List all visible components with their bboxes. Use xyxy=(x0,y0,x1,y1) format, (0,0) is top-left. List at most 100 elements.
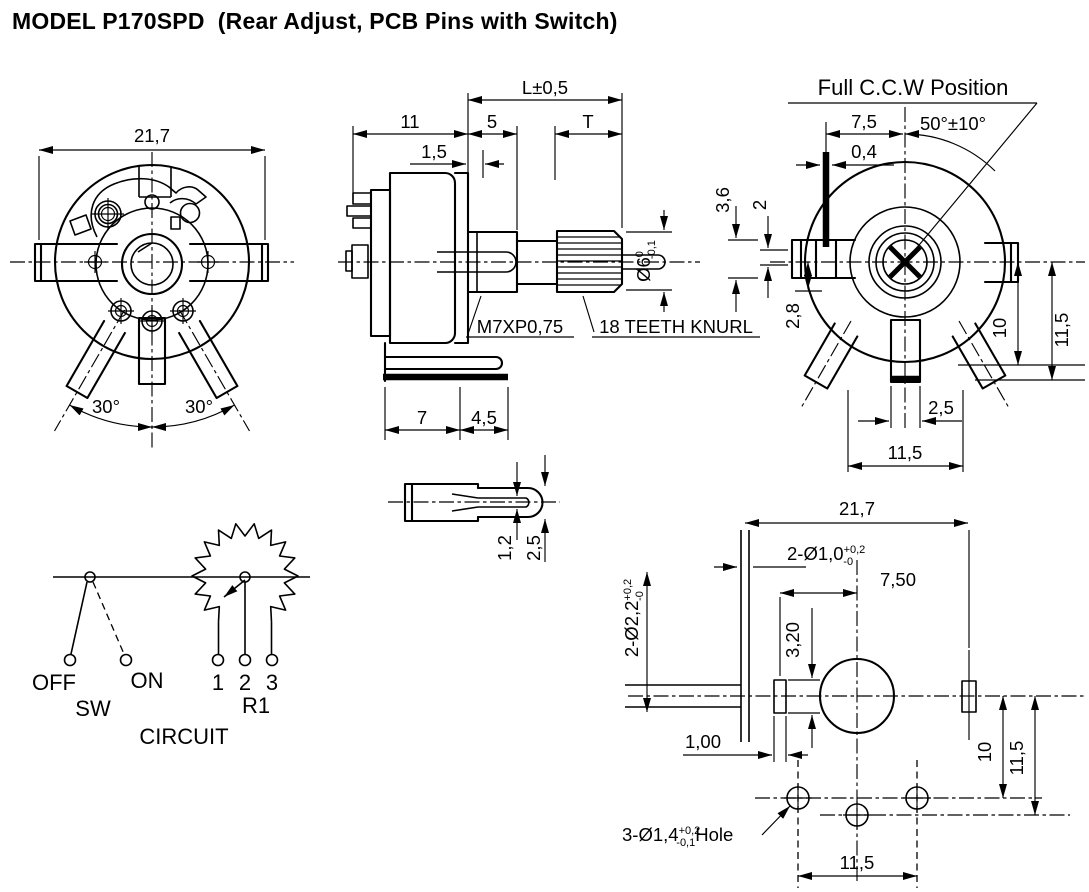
center-boss xyxy=(120,232,184,296)
dim-pcb-width: 21,7 xyxy=(839,498,875,519)
left-tab-cross xyxy=(84,251,106,273)
label-t1: 1 xyxy=(212,670,224,695)
terminal-leads xyxy=(217,582,273,655)
dim-pcb-offset: 7,50 xyxy=(880,569,916,590)
dim-hole-span: 11,5 xyxy=(840,852,875,873)
drawing-title: MODEL P170SPD (Rear Adjust, PCB Pins wit… xyxy=(12,8,618,34)
caption-leader xyxy=(904,102,1038,263)
dim-tab-c: 2,8 xyxy=(782,303,803,329)
pcb-layout: 21,7 2-Ø1,0+0,2-0 7,50 3,20 2-Ø2,2+0,2-0… xyxy=(621,498,1085,888)
top-notch xyxy=(138,166,172,198)
switch-lever xyxy=(90,177,207,238)
dim-lug-offset: 7,5 xyxy=(851,111,877,132)
left-pin-axis xyxy=(54,309,125,432)
terminal-rivets xyxy=(108,298,196,334)
pin-holes xyxy=(755,760,1070,888)
pin-holes-lower: -0 xyxy=(843,556,853,568)
body xyxy=(388,171,457,345)
pin-holes-base: 2-Ø1,0 xyxy=(787,543,844,564)
left-pin xyxy=(65,319,126,400)
dim-pad-len: 3,20 xyxy=(782,622,803,658)
switch-blade xyxy=(70,581,88,655)
shaft-dia-lower: -0,1 xyxy=(646,240,658,259)
right-pin xyxy=(178,319,239,400)
tip-slot xyxy=(451,493,530,512)
hole-note-base: 3-Ø1,4 xyxy=(622,824,679,845)
terminal-1 xyxy=(211,653,225,667)
note-lug-slots: 2-Ø2,2+0,2-0 xyxy=(621,579,646,657)
side-dims-pins xyxy=(384,387,509,440)
dim-pad-width: 1,00 xyxy=(685,731,721,752)
lug-slots-lower: -0 xyxy=(634,591,646,601)
lug-slot-vertical xyxy=(740,530,750,742)
dim-row-a: 10 xyxy=(989,318,1010,339)
resistor-ring xyxy=(191,523,299,622)
hole-note-upper: +0,2 xyxy=(679,825,701,837)
bushing-ring xyxy=(868,225,942,299)
label-r1: R1 xyxy=(242,693,270,718)
dim-lug-width: 0,4 xyxy=(851,141,877,162)
dim-angle-right: 30° xyxy=(185,396,213,417)
label-sw: SW xyxy=(75,696,111,721)
angle-arc-right xyxy=(151,404,235,432)
dim-angle-left: 30° xyxy=(92,396,120,417)
wiper-arrow xyxy=(223,579,246,598)
dim-row-b: 11,5 xyxy=(1051,313,1072,348)
dim-rear-length: 11 xyxy=(400,111,419,132)
dim-pin-a: 7 xyxy=(417,407,427,428)
switch-blade-alt xyxy=(92,581,125,655)
stop-pin xyxy=(170,216,181,230)
circuit-schematic: OFF ON SW 1 2 3 R1 CIRCUIT xyxy=(32,523,310,749)
note-holes: 3-Ø1,4+0,2-0,1Hole xyxy=(622,824,733,849)
tab-dims xyxy=(728,206,822,312)
shaft-ring xyxy=(875,232,935,292)
boss-ring xyxy=(849,206,961,318)
angle-arc-left xyxy=(69,404,153,432)
note-pin-holes: 2-Ø1,0+0,2-0 xyxy=(787,543,865,568)
right-pin-axis xyxy=(179,309,250,432)
leader xyxy=(761,805,791,836)
stop-pin-hole xyxy=(179,202,201,224)
terminal-2 xyxy=(238,653,252,667)
dim-pin-width: 2,5 xyxy=(928,397,954,418)
dim-rotation: 50°±10° xyxy=(920,113,986,134)
shaft-dia-upper: 0 xyxy=(634,251,646,257)
label-on: ON xyxy=(131,668,164,693)
note-thread: M7XP0,75 xyxy=(477,316,563,337)
dim-pin-span: 11,5 xyxy=(888,442,923,463)
rear-caption: Full C.C.W Position xyxy=(818,75,1009,100)
dim-bushing-length: 5 xyxy=(487,111,497,132)
knurl-outline xyxy=(555,229,624,294)
shaft-tip-detail: 1,2 2,5 xyxy=(388,455,560,562)
bushing xyxy=(466,230,519,294)
dim-knurl-length: T xyxy=(582,111,593,132)
knurl-ridges xyxy=(557,236,622,286)
dim-pin-b: 4,5 xyxy=(471,407,497,428)
body-outline xyxy=(53,163,251,361)
pin-pad xyxy=(773,679,787,714)
leader xyxy=(582,295,595,333)
dim-front-width: 21,7 xyxy=(134,125,170,146)
center-pin xyxy=(137,316,167,386)
dim-offset: 1,5 xyxy=(421,141,447,162)
rear-pin-dims xyxy=(847,262,1085,472)
shaft-hole xyxy=(818,657,896,735)
svg-text:Ø60-0,1: Ø60-0,1 xyxy=(633,240,658,282)
off-terminal xyxy=(63,653,77,667)
lug-slots-upper: +0,2 xyxy=(622,579,634,601)
dim-tab-b: 2 xyxy=(749,200,770,210)
ext-line xyxy=(788,679,820,714)
side-view: L±0,5 11 5 T 1,5 Ø60-0,1 M7XP0,75 18 TEE… xyxy=(338,77,760,440)
label-t3: 3 xyxy=(266,670,278,695)
rotation-arc xyxy=(904,130,996,172)
front-view: 21,7 30° 30° xyxy=(10,125,294,450)
shaft xyxy=(515,239,559,286)
ext-line xyxy=(773,716,787,762)
side-dims-top xyxy=(352,93,623,230)
dim-shaft-length: L±0,5 xyxy=(522,77,568,98)
rear-switch-stack xyxy=(345,188,392,338)
pin-holes-upper: +0,2 xyxy=(844,544,866,556)
right-tab xyxy=(983,241,1020,284)
label-t2: 2 xyxy=(239,670,251,695)
